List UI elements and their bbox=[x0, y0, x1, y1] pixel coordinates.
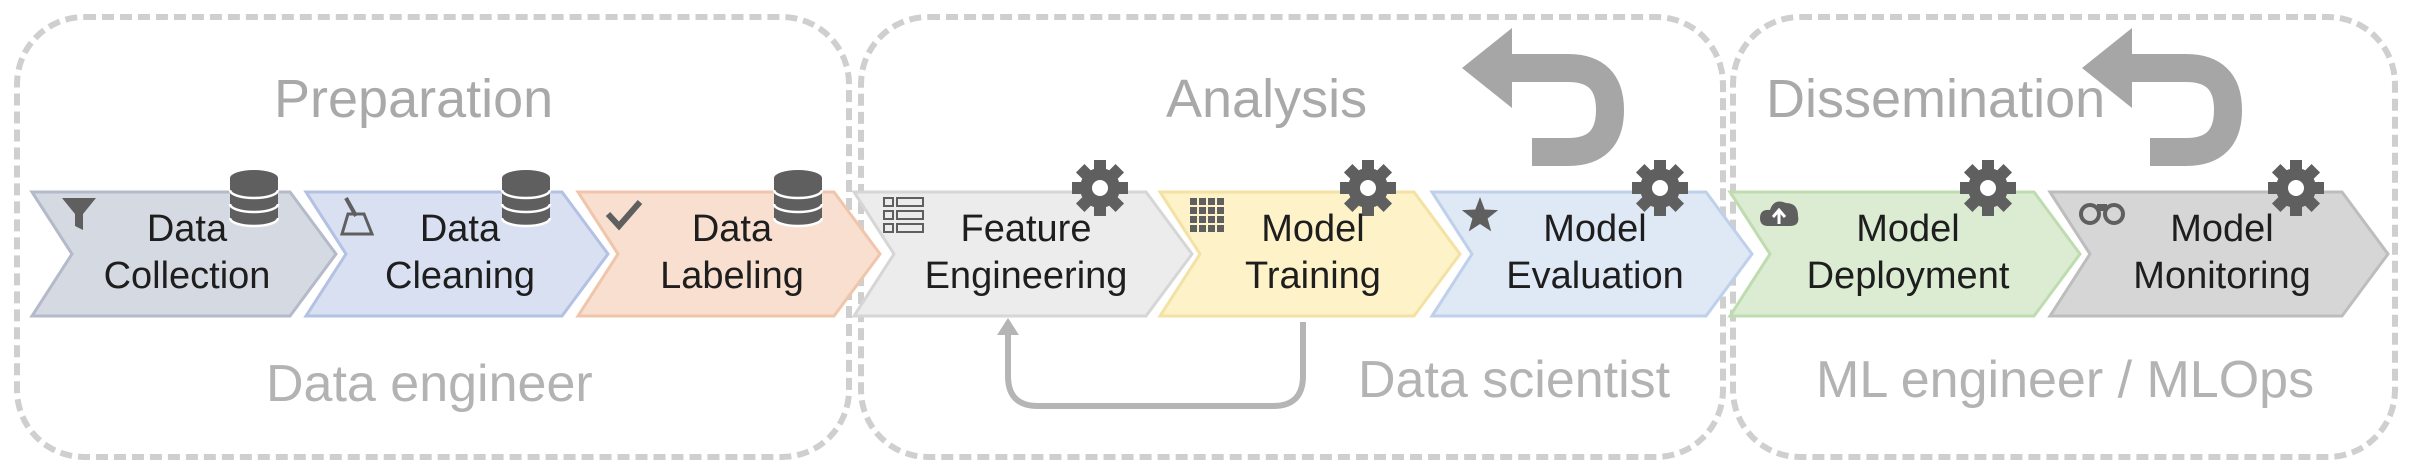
step-label-line2: Deployment bbox=[1806, 255, 2010, 297]
gear-icon bbox=[1072, 160, 1128, 216]
step-label-line1: Data bbox=[419, 208, 501, 250]
feedback-loop-arrowhead bbox=[997, 318, 1019, 335]
step-label-line1: Model bbox=[1261, 208, 1365, 250]
step-label-line1: Feature bbox=[960, 208, 1092, 250]
step-chevron bbox=[2047, 190, 2390, 318]
step-label-line1: Model bbox=[1856, 208, 1960, 250]
step-label-line2: Training bbox=[1245, 255, 1381, 297]
step-chevron bbox=[851, 190, 1194, 318]
step-label-line2: Labeling bbox=[660, 255, 804, 297]
database-icon bbox=[228, 170, 280, 228]
binoculars-icon bbox=[2079, 203, 2125, 225]
gear-icon bbox=[1960, 160, 2016, 216]
list-icon bbox=[883, 197, 924, 233]
database-icon bbox=[500, 170, 552, 228]
step-chevron bbox=[1157, 190, 1462, 318]
step-label-line2: Engineering bbox=[924, 255, 1128, 297]
gear-icon bbox=[2268, 160, 2324, 216]
funnel-icon bbox=[62, 198, 96, 230]
step-label-line1: Data bbox=[691, 208, 773, 250]
phase-title-dissemination: Dissemination bbox=[1766, 69, 2106, 129]
step-label-line1: Model bbox=[2170, 208, 2274, 250]
checkmark-icon bbox=[605, 200, 643, 231]
phase-title-preparation: Preparation bbox=[274, 69, 554, 129]
u-turn-arrow-icon bbox=[2082, 28, 2243, 166]
step-label-line2: Cleaning bbox=[385, 255, 535, 297]
broom-icon bbox=[339, 197, 375, 236]
role-data-scientist: Data scientist bbox=[1358, 351, 1671, 409]
phase-title-analysis: Analysis bbox=[1166, 69, 1368, 129]
role-data-engineer: Data engineer bbox=[266, 355, 593, 413]
step-label-line1: Model bbox=[1543, 208, 1647, 250]
u-turn-arrow-icon bbox=[1462, 28, 1625, 166]
feedback-loop-arrow bbox=[1005, 322, 1306, 409]
phase-preparation: Preparation Data engineer bbox=[14, 14, 852, 460]
step-label-line2: Evaluation bbox=[1506, 255, 1684, 297]
phase-dissemination: Dissemination ML engineer / MLOps bbox=[1730, 14, 2398, 460]
gear-icon bbox=[1632, 160, 1688, 216]
step-label-line2: Monitoring bbox=[2133, 255, 2311, 297]
role-ml-engineer: ML engineer / MLOps bbox=[1816, 351, 2315, 409]
grid-icon bbox=[1190, 198, 1224, 232]
database-icon bbox=[772, 170, 824, 228]
step-chevron bbox=[1727, 190, 2082, 318]
step-label-line2: Collection bbox=[103, 255, 271, 297]
gear-icon bbox=[1340, 160, 1396, 216]
cloud-upload-icon bbox=[1760, 201, 1799, 226]
star-icon bbox=[1461, 197, 1499, 232]
step-label-line1: Data bbox=[146, 208, 228, 250]
step-chevron bbox=[1429, 190, 1754, 318]
